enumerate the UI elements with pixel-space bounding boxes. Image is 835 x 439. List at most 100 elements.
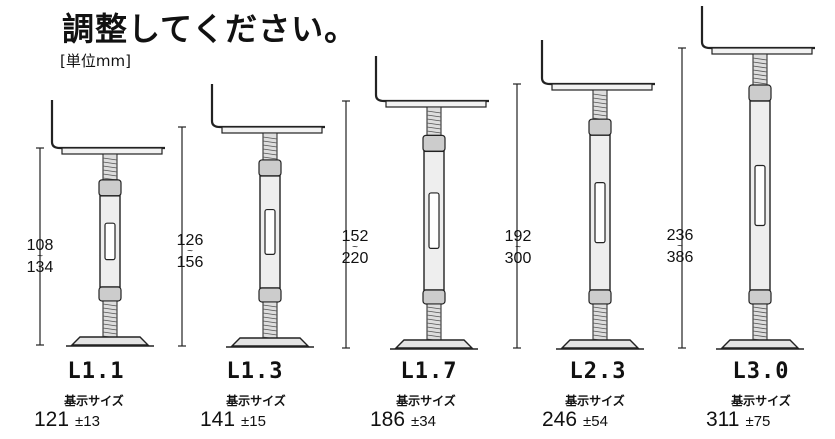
thread-line — [262, 328, 278, 332]
thread-line — [262, 148, 278, 152]
thread-line — [752, 310, 768, 314]
thread-line — [592, 322, 608, 326]
range-min: 152 — [341, 228, 369, 245]
upper-nut-l1-7 — [422, 134, 446, 152]
size-value-l1-1: 121 ±13 — [34, 408, 164, 432]
model-label-l1-1: L1.1 — [67, 359, 125, 384]
thread-line — [262, 332, 278, 336]
thread-line — [426, 318, 442, 322]
thread-line — [752, 65, 768, 69]
range-tilde: ~ — [37, 251, 43, 262]
height-range-l1-7: 152 ~ 220 — [333, 228, 377, 267]
thread-line — [752, 77, 768, 81]
size-value-l2-3: 246 ±54 — [542, 408, 672, 432]
top-plate-l3-0 — [711, 47, 813, 55]
range-tilde: ~ — [515, 242, 521, 253]
tube-window-l1-1 — [104, 222, 116, 261]
thread-line — [592, 314, 608, 318]
range-tilde: ~ — [187, 246, 193, 257]
size-value-l3-0: 311±75 — [706, 408, 835, 432]
top-plate-l1-7 — [385, 100, 487, 108]
height-range-l1-1: 108 ~ 134 — [18, 237, 62, 276]
bracket-l1-1 — [50, 100, 165, 150]
thread-line — [102, 307, 118, 311]
tolerance: ±13 — [75, 413, 100, 430]
nominal-size: 121 — [34, 408, 70, 431]
thread-line — [102, 303, 118, 307]
thread-line — [262, 312, 278, 316]
thread-line — [426, 334, 442, 338]
thread-line — [426, 326, 442, 330]
lower-thread-l3-0 — [752, 303, 768, 341]
thread-line — [426, 314, 442, 318]
size-value-l1-7: 186 ±34 — [370, 408, 500, 432]
tube-window-l1-3 — [264, 208, 276, 255]
thread-line — [426, 126, 442, 130]
model-label-l3-0: L3.0 — [732, 359, 790, 384]
thread-line — [752, 81, 768, 85]
thread-line — [592, 334, 608, 338]
thread-line — [262, 320, 278, 324]
range-min: 192 — [504, 228, 532, 245]
unit-label: [単位mm] — [60, 52, 131, 70]
thread-line — [752, 322, 768, 326]
thread-line — [102, 311, 118, 315]
tolerance: ±75 — [745, 413, 771, 430]
lower-nut-l1-7 — [422, 289, 446, 305]
thread-line — [426, 310, 442, 314]
base-plate-l1-3 — [230, 337, 310, 347]
nominal-size: 186 — [370, 408, 406, 431]
thread-line — [592, 318, 608, 322]
thread-line — [262, 324, 278, 328]
lower-thread-l1-3 — [262, 301, 278, 339]
thread-line — [426, 118, 442, 122]
height-range-l1-3: 126 ~ 156 — [168, 233, 212, 271]
thread-line — [102, 323, 118, 327]
thread-line — [592, 310, 608, 314]
size-label-l3-0: 基示サイズ — [731, 394, 791, 408]
range-min: 108 — [26, 237, 54, 254]
base-plate-l1-1 — [70, 336, 150, 346]
thread-line — [262, 144, 278, 148]
bracket-l2-3 — [540, 40, 655, 86]
range-max: 386 — [666, 249, 694, 266]
thread-line — [102, 169, 118, 173]
size-label-l1-3: 基示サイズ — [226, 394, 286, 408]
thread-line — [752, 318, 768, 322]
tube-window-l2-3 — [594, 182, 606, 244]
thread-line — [592, 326, 608, 330]
page-heading: 調整してください。 — [62, 10, 358, 48]
thread-line — [752, 330, 768, 334]
range-max: 300 — [504, 250, 532, 267]
thread-line — [262, 156, 278, 160]
thread-line — [426, 110, 442, 114]
thread-line — [592, 330, 608, 334]
base-plate-l1-7 — [394, 339, 474, 349]
model-label-l2-3: L2.3 — [569, 359, 627, 384]
tolerance: ±34 — [411, 413, 436, 430]
thread-line — [752, 334, 768, 338]
range-max: 156 — [176, 254, 204, 271]
size-value-l1-3: 141 ±15 — [200, 408, 330, 432]
lower-nut-l2-3 — [588, 289, 612, 305]
thread-line — [426, 306, 442, 310]
height-range-l3-0: 236 ~ 386 — [658, 228, 702, 266]
range-max: 220 — [341, 250, 369, 267]
model-label-l1-3: L1.3 — [226, 359, 284, 384]
thread-line — [262, 304, 278, 308]
thread-line — [592, 93, 608, 97]
thread-line — [102, 315, 118, 319]
nominal-size: 246 — [542, 408, 578, 431]
thread-line — [592, 97, 608, 101]
thread-line — [102, 319, 118, 323]
base-plate-l3-0 — [720, 339, 800, 349]
thread-line — [262, 136, 278, 140]
size-label-l1-7: 基示サイズ — [396, 394, 456, 408]
tolerance: ±15 — [241, 413, 266, 430]
nominal-size: 141 — [200, 408, 236, 431]
lower-thread-l1-7 — [426, 303, 442, 341]
bracket-l3-0 — [700, 6, 815, 50]
tolerance: ±54 — [583, 413, 608, 430]
thread-line — [102, 327, 118, 331]
top-plate-l1-3 — [221, 126, 323, 134]
